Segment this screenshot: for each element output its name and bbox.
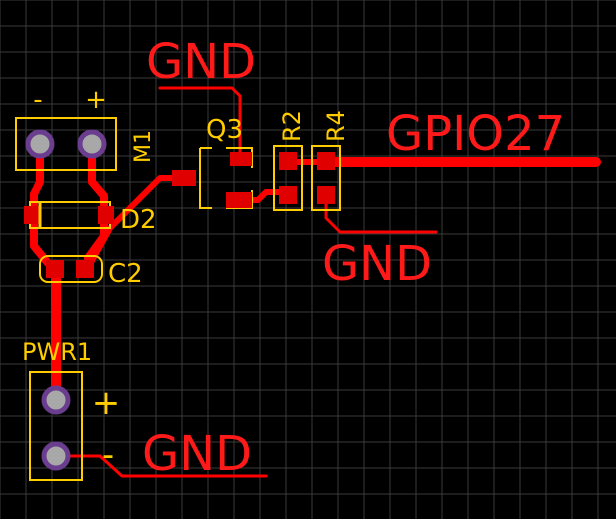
q3-pad-drain [230, 152, 252, 166]
r4-pad-2 [317, 186, 335, 204]
q3-outline [199, 147, 253, 209]
q3-pad-gate [172, 170, 196, 186]
c2-outline [39, 255, 103, 283]
r2-designator: R2 [278, 110, 306, 142]
r4-footprint: R4 [311, 110, 350, 211]
net-label-gnd-mid: GND [322, 236, 432, 292]
pwr1-designator: PWR1 [22, 338, 92, 366]
r2-pad-2 [279, 186, 297, 204]
r2-outline [273, 145, 303, 211]
pwr1-pin-plus-label: + [92, 383, 121, 423]
r4-pad-1 [317, 152, 335, 170]
m1-outline [15, 117, 117, 171]
r2-pad-1 [279, 152, 297, 170]
c2-pad-1 [46, 260, 64, 278]
net-label-gpio27: GPIO27 [386, 106, 565, 162]
c2-designator: C2 [108, 259, 143, 289]
net-label-gnd-bottom: GND [142, 426, 252, 482]
d2-pad-2 [98, 206, 114, 224]
pwr1-outline [29, 371, 83, 481]
trace-gnd-top [158, 86, 242, 160]
m1-pin-plus-label: + [85, 85, 107, 115]
c2-pad-2 [76, 260, 94, 278]
pwr1-pad-2 [41, 441, 71, 471]
m1-designator: M1 [131, 130, 156, 163]
trace-gnd-bottom [54, 454, 268, 478]
d2-designator: D2 [120, 205, 157, 235]
d2-footprint: D2 [24, 201, 157, 235]
q3-designator: Q3 [206, 115, 243, 145]
q3-pad-source [226, 192, 252, 208]
pwr1-pad-1 [41, 385, 71, 415]
d2-pad-1 [24, 206, 40, 224]
r4-designator: R4 [322, 110, 350, 142]
m1-pin-minus-label: - [33, 85, 42, 115]
pwr1-pin-minus-label: - [102, 435, 114, 475]
m1-footprint: - + M1 [15, 85, 156, 171]
net-label-gnd-top: GND [146, 34, 256, 90]
q3-footprint: Q3 [172, 115, 253, 209]
pwr1-footprint: PWR1 + - [22, 338, 121, 481]
r2-footprint: R2 [273, 110, 306, 211]
m1-pad-2 [77, 129, 107, 159]
trace-gnd-mid [324, 194, 438, 234]
r4-outline [311, 145, 341, 211]
m1-pad-1 [25, 129, 55, 159]
c2-footprint: C2 [39, 255, 143, 289]
